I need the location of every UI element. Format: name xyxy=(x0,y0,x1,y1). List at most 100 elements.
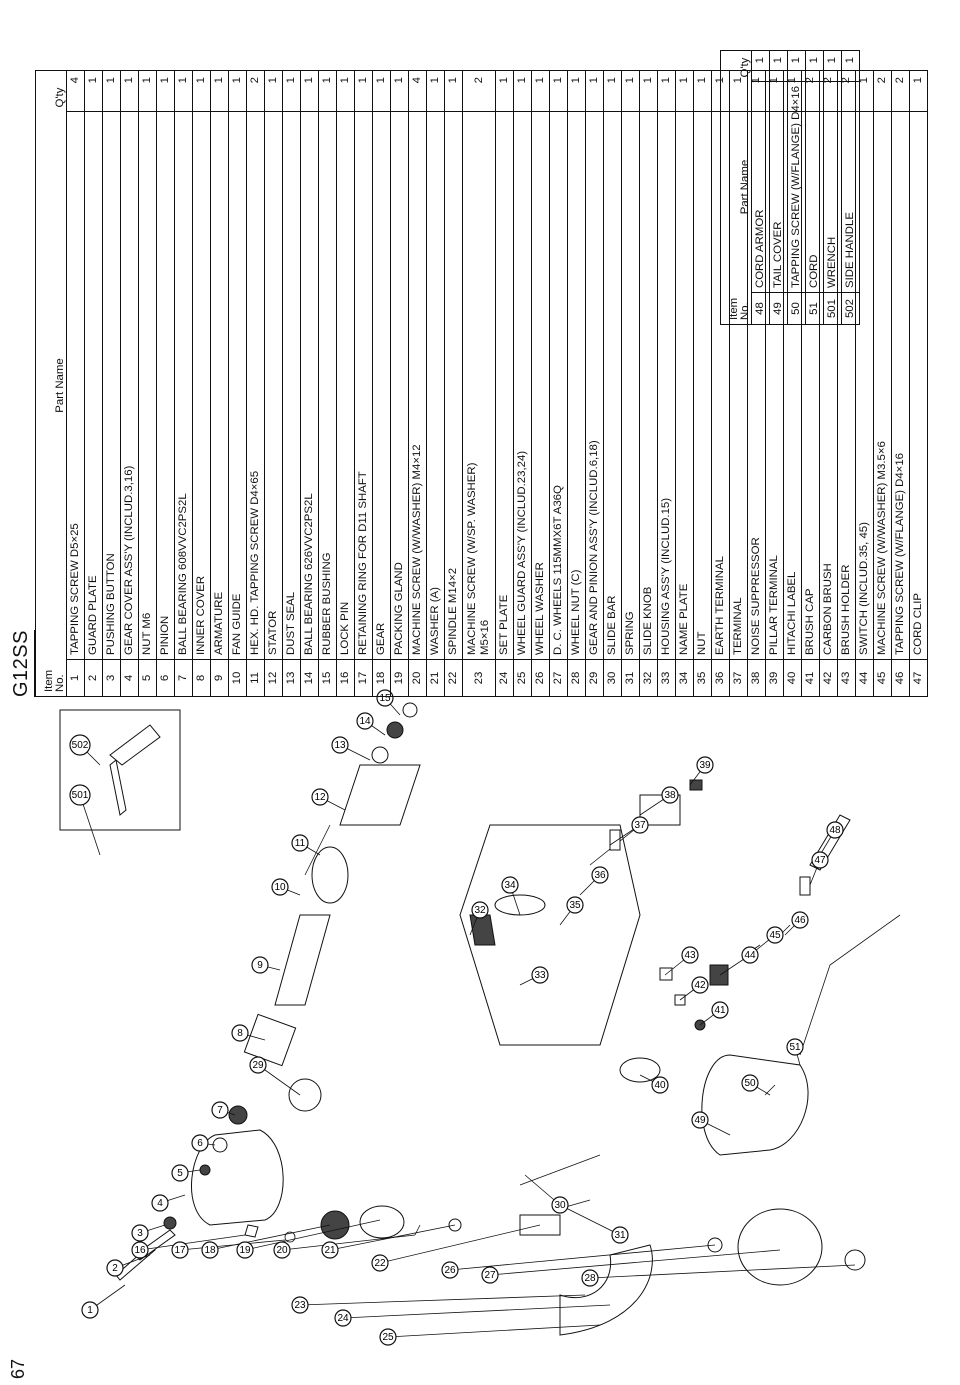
callout-label: 5 xyxy=(177,1168,183,1179)
callout-label: 17 xyxy=(174,1245,186,1256)
quantity: 1 xyxy=(567,70,586,112)
part-drawings xyxy=(59,702,901,1336)
callout-label: 30 xyxy=(554,1200,566,1211)
item-number: 27 xyxy=(549,659,568,697)
callout-21: 21 xyxy=(321,1241,339,1259)
callout-47: 47 xyxy=(811,851,829,869)
item-number: 33 xyxy=(657,659,676,697)
quantity: 4 xyxy=(66,70,85,112)
callout-2: 2 xyxy=(106,1259,124,1277)
part-name: NAME PLATE xyxy=(675,111,694,660)
part-name: WHEEL NUT (C) xyxy=(567,111,586,660)
callout-label: 27 xyxy=(484,1270,496,1281)
item-number: 2 xyxy=(84,659,103,697)
quantity: 1 xyxy=(823,50,842,82)
callout-label: 16 xyxy=(134,1245,146,1256)
callout-label: 39 xyxy=(699,760,711,771)
leader-line xyxy=(559,1204,621,1236)
quantity: 2 xyxy=(462,70,496,112)
leader-line xyxy=(449,1244,716,1271)
callout-label: 3 xyxy=(137,1228,143,1239)
callout-33: 33 xyxy=(531,966,549,984)
quantity: 1 xyxy=(769,50,788,82)
callout-label: 49 xyxy=(694,1115,706,1126)
callout-label: 2 xyxy=(112,1263,118,1274)
quantity: 1 xyxy=(102,70,121,112)
callout-44: 44 xyxy=(741,946,759,964)
part-name: WRENCH xyxy=(823,81,842,293)
item-number: 48 xyxy=(751,292,770,325)
item-number: 9 xyxy=(210,659,229,697)
callout-label: 1 xyxy=(87,1305,93,1316)
callout-label: 21 xyxy=(324,1245,336,1256)
callout-label: 14 xyxy=(359,716,371,727)
part-name: WHEEL WASHER xyxy=(531,111,550,660)
header-qty: Q'ty xyxy=(720,50,752,82)
callout-24: 24 xyxy=(334,1309,352,1327)
callout-label: 8 xyxy=(237,1028,243,1039)
item-number: 36 xyxy=(711,659,730,697)
callout-label: 38 xyxy=(664,790,676,801)
part-name: NUT M6 xyxy=(138,111,157,660)
part-name: HOUSING ASS'Y (INCLUD.15) xyxy=(657,111,676,660)
quantity: 1 xyxy=(318,70,337,112)
part-name: D. C. WHEELS 115MMX6T A36Q xyxy=(549,111,568,660)
callout-13: 13 xyxy=(331,736,349,754)
item-number: 16 xyxy=(336,659,355,697)
callout-502: 502 xyxy=(69,734,91,756)
callout-10: 10 xyxy=(271,878,289,896)
item-number: 40 xyxy=(783,659,802,697)
callout-34: 34 xyxy=(501,876,519,894)
part-name: BALL BEARING 608VVC2PS2L xyxy=(174,111,193,660)
quantity: 2 xyxy=(246,70,265,112)
callout-label: 26 xyxy=(444,1265,456,1276)
callout-label: 42 xyxy=(694,980,706,991)
item-number: 47 xyxy=(909,659,928,697)
callout-501: 501 xyxy=(69,784,91,806)
item-number: 38 xyxy=(747,659,766,697)
header-qty: Q'ty xyxy=(35,70,67,112)
part-name: STATOR xyxy=(264,111,283,660)
leader-line xyxy=(244,1219,381,1251)
part-name: RETAINING RING FOR D11 SHAFT xyxy=(354,111,373,660)
part-name: LOCK PIN xyxy=(336,111,355,660)
part-name: RUBBER BUSHING xyxy=(318,111,337,660)
part-name: SPRING xyxy=(621,111,640,660)
callout-label: 47 xyxy=(814,855,826,866)
callout-18: 18 xyxy=(201,1241,219,1259)
header-part-name: Part Name xyxy=(35,111,67,660)
item-number: 11 xyxy=(246,659,265,697)
callout-31: 31 xyxy=(611,1226,629,1244)
item-number: 20 xyxy=(408,659,427,697)
quantity: 1 xyxy=(585,70,604,112)
quantity: 1 xyxy=(174,70,193,112)
part-name: SET PLATE xyxy=(495,111,514,660)
quantity: 1 xyxy=(495,70,514,112)
callout-label: 22 xyxy=(374,1258,386,1269)
callout-23: 23 xyxy=(291,1296,309,1314)
callout-label: 10 xyxy=(274,882,286,893)
leader-line xyxy=(209,1224,331,1251)
leader-line xyxy=(139,1234,246,1251)
part-name: TAPPING SCREW (W/FLANGE) D4×16 xyxy=(891,111,910,660)
item-number: 7 xyxy=(174,659,193,697)
callout-1: 1 xyxy=(81,1301,99,1319)
item-number: 12 xyxy=(264,659,283,697)
quantity: 1 xyxy=(805,50,824,82)
